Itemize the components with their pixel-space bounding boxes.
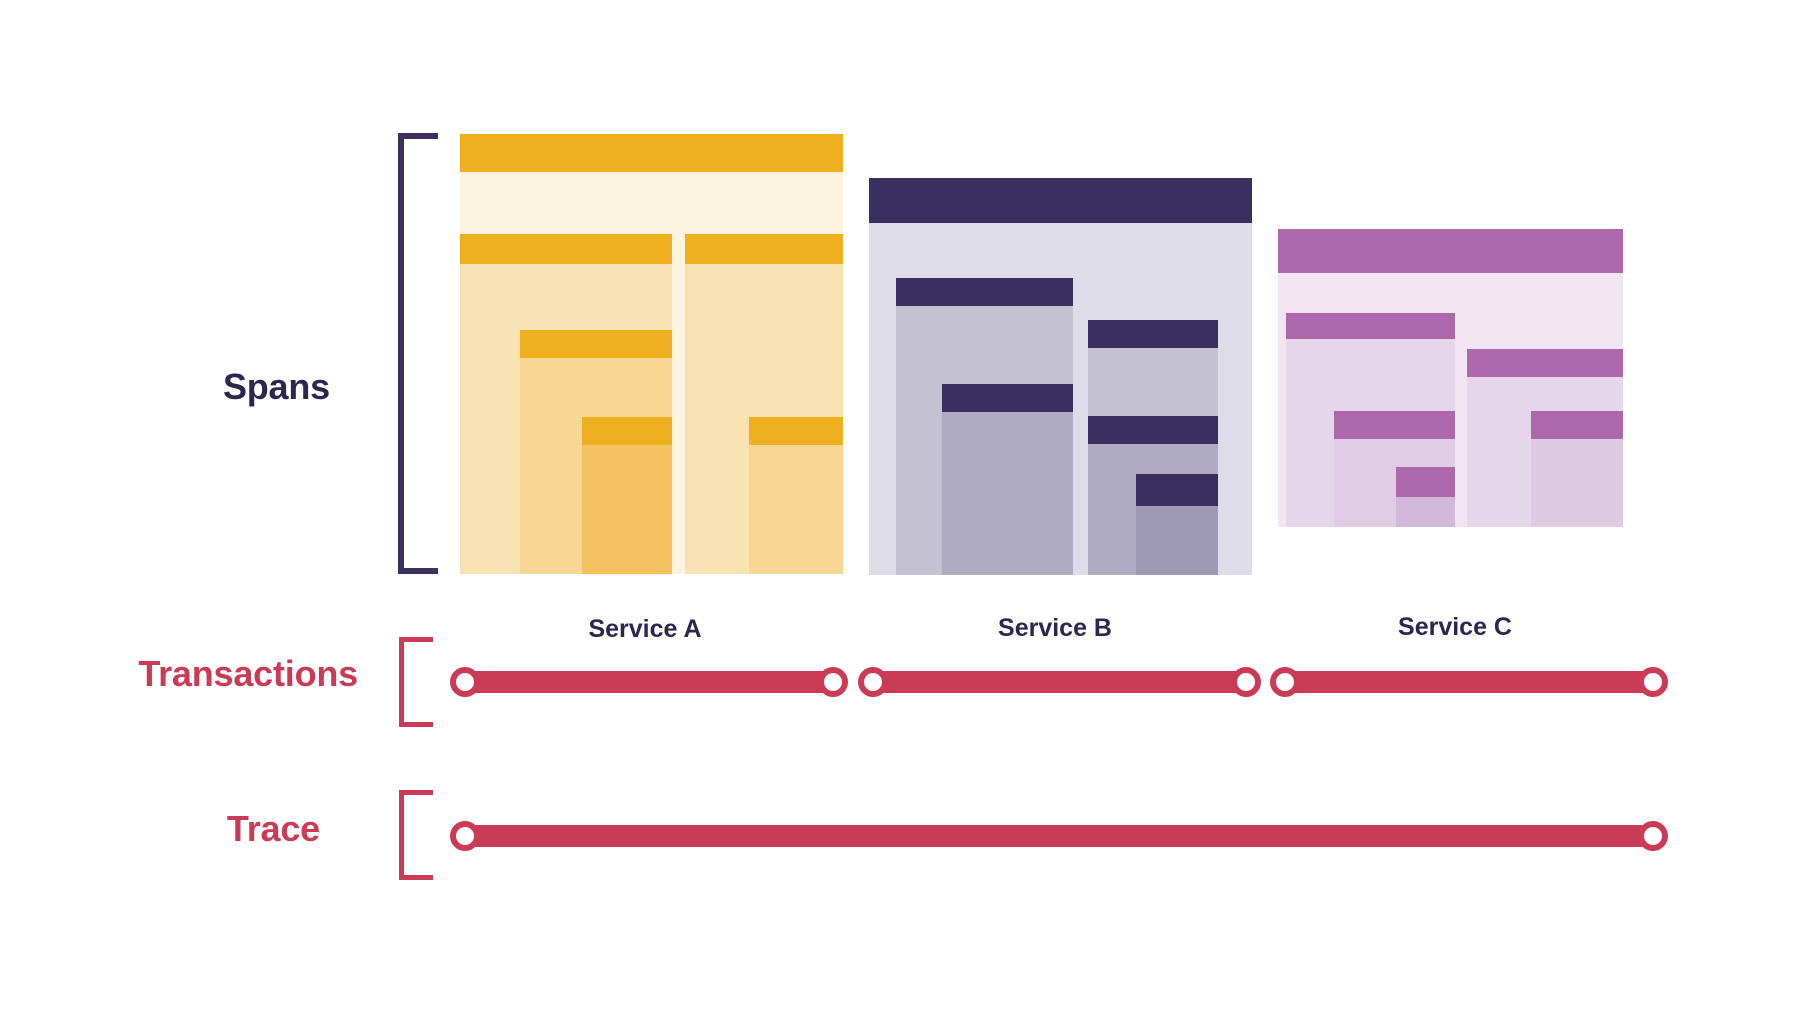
span-head-a-2-1 (749, 417, 843, 445)
timeline-bar-txn-b[interactable] (868, 671, 1243, 693)
timeline-node-txn-c-end[interactable] (1638, 667, 1668, 697)
spans-waterfall (460, 134, 1623, 575)
transactions-row-label: Transactions (138, 653, 358, 694)
timeline-node-txn-a-start[interactable] (450, 667, 480, 697)
timeline-node-trace-end[interactable] (1638, 821, 1668, 851)
span-bar-b-1-1[interactable] (942, 384, 1073, 575)
timeline-node-txn-b-end[interactable] (1231, 667, 1261, 697)
trace-row-label: Trace (226, 808, 320, 849)
spans-bracket (398, 133, 438, 574)
service-caption-service-c: Service C (1398, 613, 1512, 641)
span-head-c-1-1 (1334, 411, 1455, 439)
span-head-b-2-1-1 (1136, 474, 1218, 506)
service-caption-service-b: Service B (998, 614, 1112, 642)
span-head-c-1 (1286, 313, 1455, 339)
trace-timeline (0, 806, 1800, 866)
span-head-a-1 (460, 234, 672, 264)
span-head-c-root (1278, 229, 1623, 273)
span-head-c-2-1 (1531, 411, 1623, 439)
span-head-b-2 (1088, 320, 1218, 348)
span-head-b-2-1 (1088, 416, 1218, 444)
span-bar-a-1-1-1[interactable] (582, 417, 672, 574)
timeline-node-trace-start[interactable] (450, 821, 480, 851)
span-head-a-root (460, 134, 843, 172)
span-head-a-2 (685, 234, 843, 264)
timeline-node-txn-b-start[interactable] (858, 667, 888, 697)
timeline-node-txn-c-start[interactable] (1270, 667, 1300, 697)
timeline-node-txn-a-end[interactable] (818, 667, 848, 697)
span-head-a-1-1-1 (582, 417, 672, 445)
service-caption-service-a: Service A (588, 615, 702, 643)
span-bar-c-1-1-1[interactable] (1396, 467, 1455, 527)
timeline-bar-txn-c[interactable] (1280, 671, 1660, 693)
transactions-bracket (399, 637, 433, 727)
span-head-c-1-1-1 (1396, 467, 1455, 497)
span-bar-a-2-1[interactable] (749, 417, 843, 574)
span-bar-b-2-1-1[interactable] (1136, 474, 1218, 575)
span-head-a-1-1 (520, 330, 672, 358)
trace-bracket (399, 790, 433, 880)
span-head-b-1-1 (942, 384, 1073, 412)
timeline-bar-trace-bar[interactable] (455, 825, 1643, 847)
spans-row-label: Spans (222, 366, 330, 407)
timeline-bar-txn-a[interactable] (455, 671, 830, 693)
span-head-b-root (869, 178, 1252, 223)
span-bar-c-2-1[interactable] (1531, 411, 1623, 527)
transactions-timeline (0, 652, 1800, 712)
span-head-c-2 (1467, 349, 1623, 377)
span-head-b-1 (896, 278, 1073, 306)
